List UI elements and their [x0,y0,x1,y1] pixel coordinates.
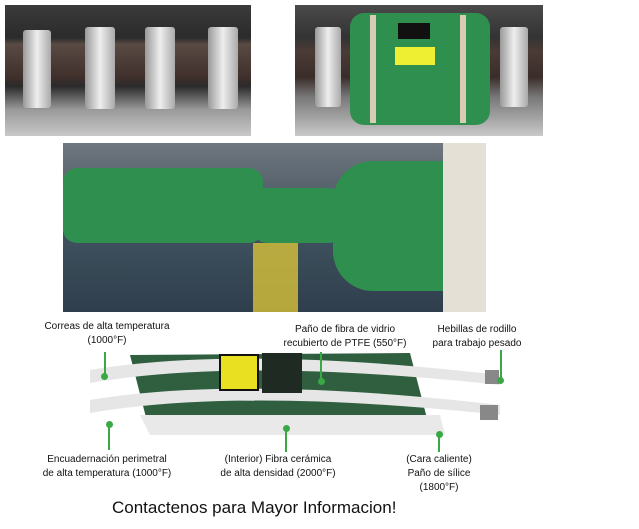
leader-line [108,424,110,450]
photo-pipe-blanket [295,5,543,136]
callout-dot [436,431,443,438]
label-straps: Correas de alta temperatura(1000°F) [44,321,170,346]
callout-dot [283,425,290,432]
blanket-diagram [90,345,510,435]
callout-dot [106,421,113,428]
leader-line [285,428,287,452]
callout-dot [318,378,325,385]
photo-installed-system [63,143,486,312]
callout-dot [497,377,504,384]
leader-line [500,350,502,380]
callout-dot [101,373,108,380]
contact-cta: Contactenos para Mayor Informacion! [112,498,397,517]
photo-pipe-band-heaters [5,5,251,136]
leader-line [438,434,440,452]
leader-line [320,352,322,380]
leader-line [104,352,106,376]
label-hot-face: (Cara caliente)Paño de sílice(1800°F) [406,454,472,493]
